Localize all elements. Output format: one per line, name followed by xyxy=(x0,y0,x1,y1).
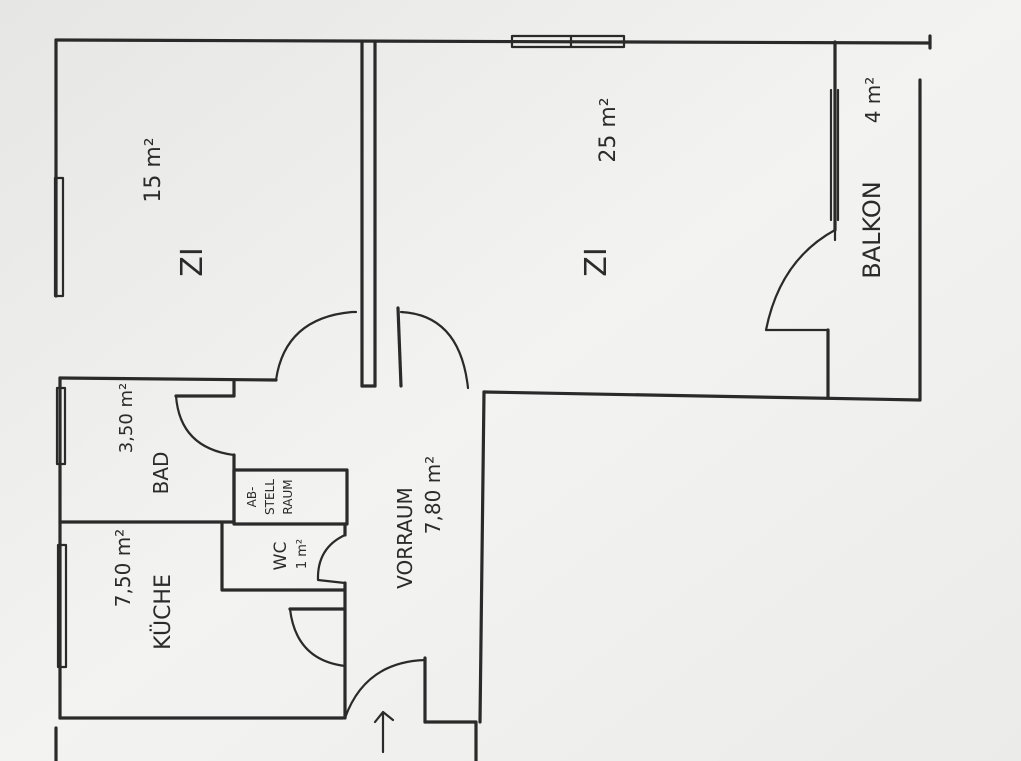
zi-large-name: ZI xyxy=(579,247,614,276)
kueche-name: KÜCHE xyxy=(150,574,176,650)
zi-small-name: ZI xyxy=(175,247,210,276)
bad-area: 3,50 m² xyxy=(116,383,137,454)
door-kueche xyxy=(288,607,347,668)
vorraum-area: 7,80 m² xyxy=(421,456,445,534)
door-wc xyxy=(316,533,347,585)
door-swings xyxy=(174,228,837,754)
outer-walls xyxy=(54,34,932,761)
balcony-door-window xyxy=(829,88,840,222)
door-zi-small xyxy=(274,310,358,382)
door-entry xyxy=(343,658,427,720)
bad-name: BAD xyxy=(149,452,173,495)
window-zi-small xyxy=(53,176,65,298)
zi-small-area: 15 m² xyxy=(141,137,166,202)
vorraum-name: VORRAUM xyxy=(393,487,417,589)
windows xyxy=(53,34,626,669)
window-zi-large xyxy=(510,34,626,49)
entry-arrow-icon xyxy=(373,710,395,754)
kueche-area: 7,50 m² xyxy=(111,529,135,607)
window-bad xyxy=(55,386,67,466)
door-balkon xyxy=(764,228,837,332)
abstellraum-line3: RAUM xyxy=(281,479,295,514)
door-zi-large xyxy=(399,310,470,390)
zi-large-area: 25 m² xyxy=(596,97,621,162)
interior-walls xyxy=(58,40,837,724)
wc-name: WC xyxy=(271,542,291,571)
door-bad xyxy=(174,394,236,457)
room-labels: ZI 15 m² ZI 25 m² BALKON 4 m² BAD 3,50 m… xyxy=(111,77,886,650)
abstellraum-line1: AB- xyxy=(245,487,259,508)
balkon-area: 4 m² xyxy=(861,77,885,124)
window-kueche xyxy=(56,543,68,669)
abstellraum-line2: STELL xyxy=(263,479,277,515)
wc-area: 1 m² xyxy=(295,539,310,569)
balkon-name: BALKON xyxy=(858,181,886,279)
